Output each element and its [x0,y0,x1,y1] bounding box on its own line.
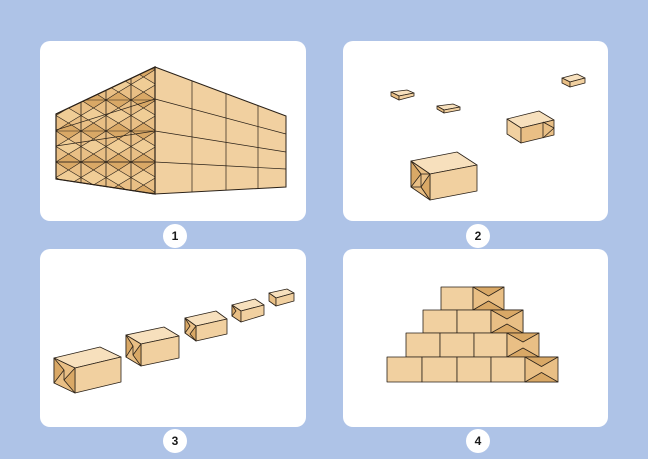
panel-number-badge-3: 3 [163,429,187,453]
brick-medium [506,110,555,144]
stack-long-face [154,66,287,195]
stack-end-face [55,66,156,195]
panel-brick-row [40,249,306,427]
pyramid-row-bottom [386,356,559,383]
pyramid-row-third [405,332,540,358]
stack-long-face-joints [154,81,287,192]
brick-far-right [561,73,586,88]
brick-far-middle [436,103,461,114]
panel-number-badge-4: 4 [466,429,490,453]
panel-brick-pyramid [343,249,608,427]
pyramid-row-second [422,309,524,334]
pyramid-row-top [440,286,505,311]
scattered-bricks-illustration [390,73,586,201]
brick-row-illustration [53,288,295,394]
brick-row-2 [125,326,180,367]
brick-row-4 [231,298,265,323]
brick-row-3 [184,310,228,342]
brick-pyramid-illustration [386,286,559,383]
panel-brick-stack [40,41,306,221]
panel-number-badge-2: 2 [466,224,490,248]
brick-large-front [410,151,478,201]
brick-stack-illustration [55,66,287,195]
brick-row-5 [268,288,295,307]
brick-far-left [390,89,415,101]
panel-scattered-bricks [343,41,608,221]
brick-row-1 [53,346,122,394]
panel-number-badge-1: 1 [163,224,187,248]
